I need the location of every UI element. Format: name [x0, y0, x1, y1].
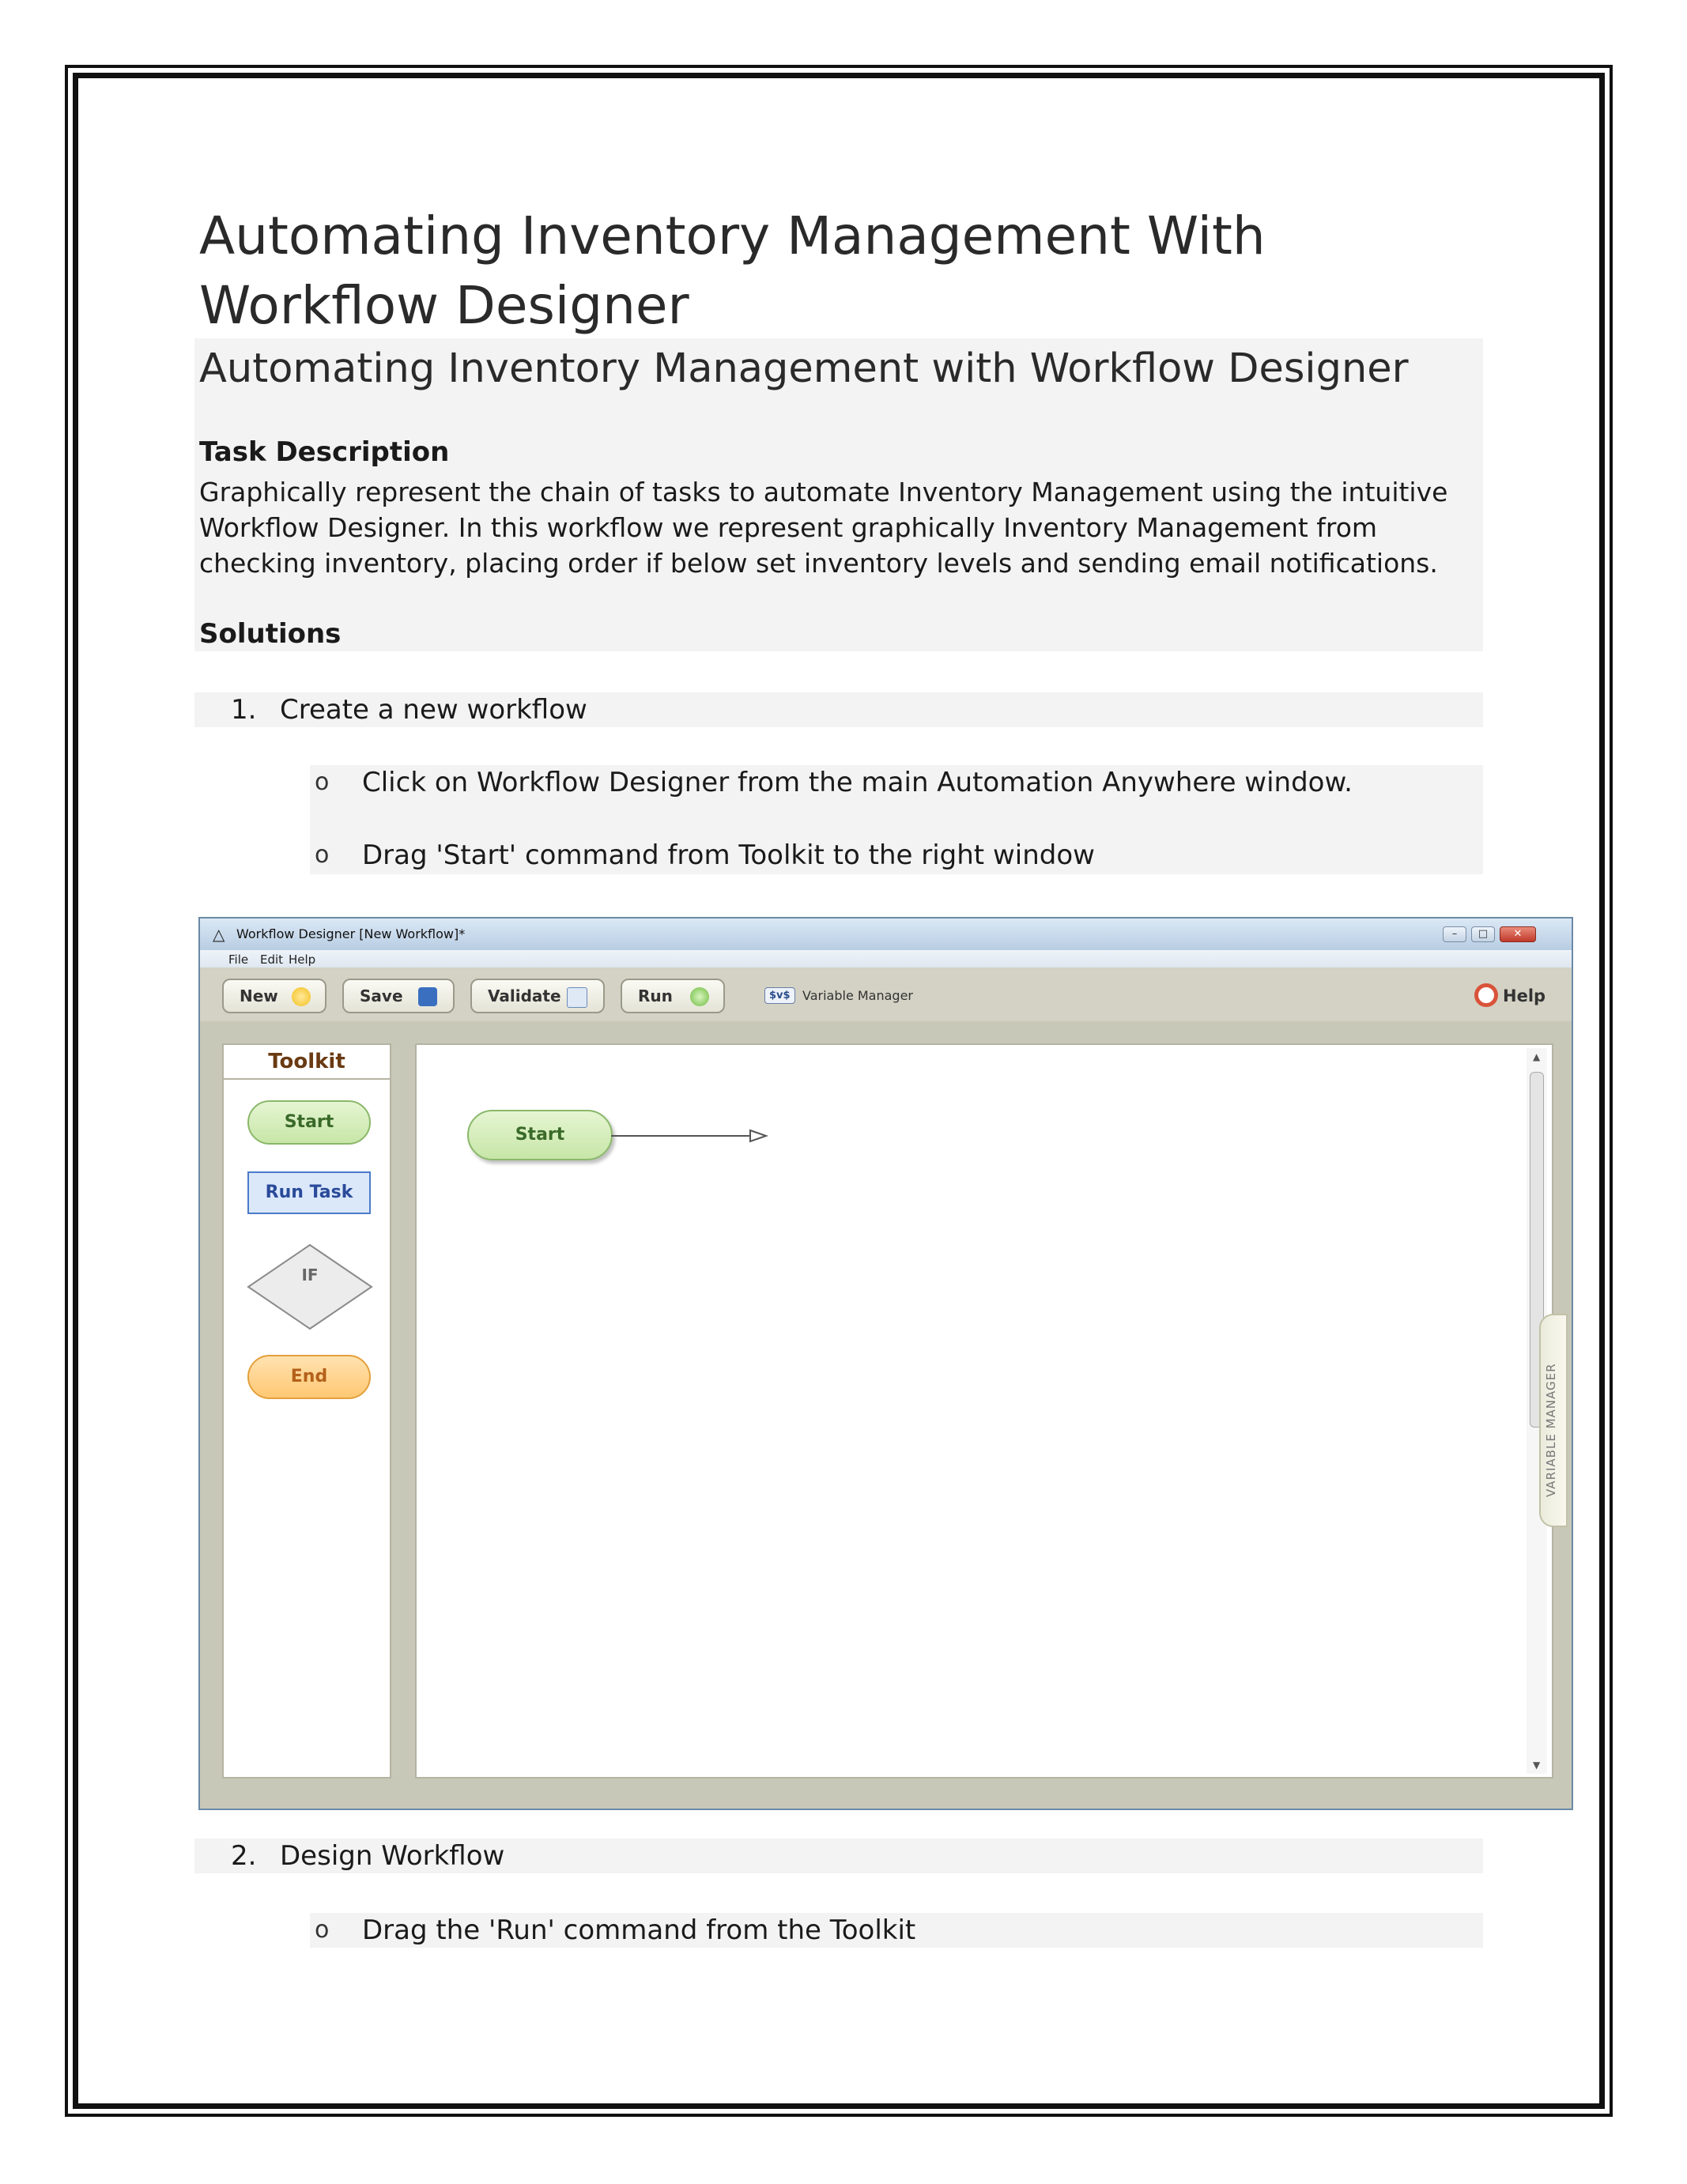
validate-icon — [567, 987, 587, 1008]
document-subtitle: Automating Inventory Management with Wor… — [199, 345, 1409, 392]
step1-bullets-shade — [310, 765, 1483, 874]
page-border-inner — [73, 73, 1605, 2109]
validate-button-label: Validate — [488, 986, 561, 1005]
step1-number: 1. — [231, 694, 257, 726]
app-logo-icon: △ — [213, 925, 225, 944]
workflow-canvas[interactable]: Start ▲ ▼ — [415, 1043, 1553, 1779]
step2-bullets-shade — [310, 1913, 1483, 1948]
step1-label: Create a new workflow — [280, 694, 587, 726]
new-button-label: New — [240, 986, 278, 1005]
step2-label: Design Workflow — [280, 1840, 505, 1872]
bullet-glyph: o — [315, 1916, 330, 1944]
variable-manager-side-tab[interactable]: VARIABLE MANAGER — [1539, 1314, 1568, 1527]
page-border-outer — [65, 65, 1613, 2117]
run-button-label: Run — [638, 986, 673, 1005]
scroll-down-icon[interactable]: ▼ — [1533, 1760, 1541, 1771]
menu-bar: File Edit Help — [200, 950, 1572, 968]
bullet-glyph: o — [315, 841, 330, 869]
toolkit-panel: Toolkit Start Run Task IF End — [222, 1043, 391, 1779]
run-button[interactable]: Run — [621, 979, 725, 1013]
scroll-up-icon[interactable]: ▲ — [1533, 1051, 1541, 1062]
minimize-icon[interactable]: – — [1443, 926, 1466, 942]
close-icon[interactable]: ✕ — [1500, 926, 1536, 942]
maximize-icon[interactable]: □ — [1471, 926, 1495, 942]
connector-arrow[interactable] — [611, 1127, 769, 1145]
step1-shade — [194, 692, 1483, 727]
bullet-glyph: o — [315, 768, 330, 796]
new-icon — [292, 987, 311, 1006]
toolkit-start-node[interactable]: Start — [247, 1100, 371, 1145]
toolbar: New Save Validate Run $v$ Variable Manag… — [200, 968, 1572, 1021]
if-label: IF — [301, 1266, 318, 1284]
workflow-designer-screenshot: △ Workflow Designer [New Workflow]* – □ … — [198, 917, 1573, 1810]
step2-shade — [194, 1839, 1483, 1873]
variable-manager-icon[interactable]: $v$ — [764, 987, 795, 1004]
save-icon — [418, 987, 437, 1006]
new-button[interactable]: New — [222, 979, 326, 1013]
toolkit-run-task-node[interactable]: Run Task — [247, 1171, 371, 1214]
document-title: Automating Inventory Management With Wor… — [199, 206, 1266, 336]
heading-shade — [194, 338, 1483, 651]
toolkit-end-node[interactable]: End — [247, 1355, 371, 1399]
task-description-heading: Task Description — [199, 436, 450, 468]
save-button[interactable]: Save — [342, 979, 455, 1013]
task-description-text: Graphically represent the chain of tasks… — [199, 477, 1448, 579]
step2-bullet-1: Drag the 'Run' command from the Toolkit — [362, 1914, 916, 1946]
canvas-start-node[interactable]: Start — [467, 1110, 613, 1160]
variable-manager-link[interactable]: Variable Manager — [802, 988, 913, 1003]
save-button-label: Save — [360, 986, 403, 1005]
window-titlebar: △ Workflow Designer [New Workflow]* – □ … — [200, 918, 1572, 950]
menu-file[interactable]: File — [228, 952, 249, 967]
toolkit-heading: Toolkit — [224, 1045, 390, 1080]
solutions-heading: Solutions — [199, 618, 342, 650]
step1-bullet-1: Click on Workflow Designer from the main… — [362, 767, 1353, 798]
menu-edit[interactable]: Edit — [260, 952, 284, 967]
toolkit-if-node[interactable]: IF — [246, 1243, 374, 1331]
side-tab-label: VARIABLE MANAGER — [1544, 1363, 1558, 1497]
validate-button[interactable]: Validate — [470, 979, 605, 1013]
help-icon[interactable] — [1474, 983, 1498, 1007]
window-title: Workflow Designer [New Workflow]* — [236, 926, 466, 941]
menu-help[interactable]: Help — [289, 952, 316, 967]
run-icon — [690, 987, 709, 1006]
step1-bullet-2: Drag 'Start' command from Toolkit to the… — [362, 839, 1095, 871]
help-button[interactable]: Help — [1503, 986, 1546, 1005]
step2-number: 2. — [231, 1840, 257, 1872]
